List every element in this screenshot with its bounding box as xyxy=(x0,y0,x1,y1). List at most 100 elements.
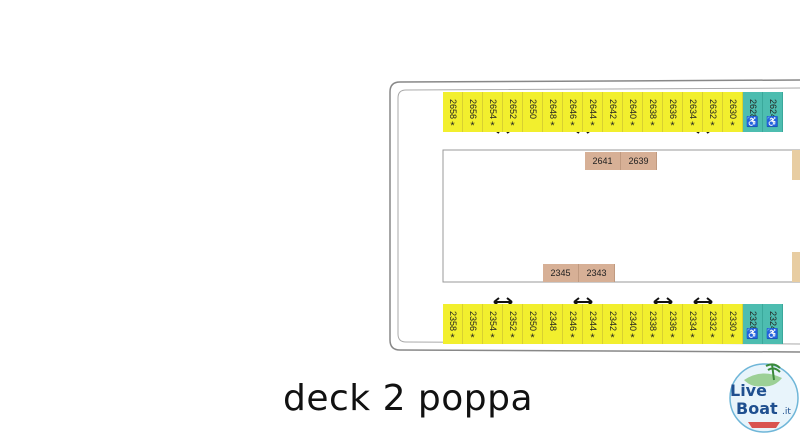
cabin-star: * xyxy=(570,332,575,344)
cabin-number: 2348 xyxy=(547,310,558,332)
cabin-star: * xyxy=(630,120,635,132)
liveboat-logo[interactable]: Live Boat .it xyxy=(722,358,800,438)
inside-cabin[interactable]: 2641 xyxy=(585,152,621,170)
cabin-number: 2632 xyxy=(707,98,718,120)
cabin-star: * xyxy=(510,120,515,132)
logo-line2: Boat xyxy=(736,399,778,418)
cabin-number: 2358 xyxy=(447,310,458,332)
cabin-star: * xyxy=(630,332,635,344)
cabin-number: 2330 xyxy=(727,310,738,332)
cabin-star: * xyxy=(530,332,535,344)
cabin-2340[interactable]: 2340* xyxy=(623,304,643,344)
cabin-2642[interactable]: 2642* xyxy=(603,92,623,132)
cabin-2654[interactable]: 2654* xyxy=(483,92,503,132)
inside-cabin[interactable]: 2343 xyxy=(579,264,615,282)
cabin-number: 2356 xyxy=(467,310,478,332)
wheelchair-icon: ♿ xyxy=(766,117,779,128)
central-corridor xyxy=(442,149,800,283)
cabin-number: 2332 xyxy=(707,310,718,332)
cabin-star: * xyxy=(610,120,615,132)
cabin-2630[interactable]: 2630* xyxy=(723,92,743,132)
cabin-number: 2650 xyxy=(527,98,538,120)
cabin-number: 2642 xyxy=(607,98,618,120)
cabin-star: * xyxy=(450,120,455,132)
cabin-star: * xyxy=(450,332,455,344)
cabin-2354[interactable]: 2354* xyxy=(483,304,503,344)
cabin-star: * xyxy=(490,332,495,344)
hull-outline xyxy=(389,79,800,353)
cabin-star: * xyxy=(730,120,735,132)
cabin-2650[interactable]: 2650 xyxy=(523,92,543,132)
cabin-2646[interactable]: 2646* xyxy=(563,92,583,132)
cabin-2328[interactable]: 2328♿ xyxy=(743,304,763,344)
wheelchair-icon: ♿ xyxy=(746,329,759,340)
cabin-number: 2654 xyxy=(487,98,498,120)
cabin-star: * xyxy=(610,332,615,344)
cabin-number: 2644 xyxy=(587,98,598,120)
cabin-star: * xyxy=(650,332,655,344)
cabin-number: 2656 xyxy=(467,98,478,120)
deck-title: deck 2 poppa xyxy=(283,378,534,419)
cabin-2648[interactable]: 2648* xyxy=(543,92,563,132)
cabin-2640[interactable]: 2640* xyxy=(623,92,643,132)
wheelchair-icon: ♿ xyxy=(746,117,759,128)
hull-inner-outline xyxy=(397,87,800,345)
cabin-2348[interactable]: 2348 xyxy=(543,304,563,344)
inside-cabin[interactable]: 2345 xyxy=(543,264,579,282)
cabin-star: * xyxy=(570,120,575,132)
cabin-number: 2336 xyxy=(667,310,678,332)
cabin-2656[interactable]: 2656* xyxy=(463,92,483,132)
service-area-top xyxy=(792,150,800,180)
cabin-star: * xyxy=(590,332,595,344)
cabin-number: 2334 xyxy=(687,310,698,332)
cabin-2330[interactable]: 2330* xyxy=(723,304,743,344)
cabin-star: * xyxy=(590,120,595,132)
cabin-number: 2652 xyxy=(507,98,518,120)
cabin-star: * xyxy=(690,120,695,132)
cabin-2350[interactable]: 2350* xyxy=(523,304,543,344)
cabin-star: * xyxy=(670,332,675,344)
cabin-number: 2640 xyxy=(627,98,638,120)
cabin-2336[interactable]: 2336* xyxy=(663,304,683,344)
cabin-number: 2630 xyxy=(727,98,738,120)
cabin-star: * xyxy=(650,120,655,132)
cabin-star: * xyxy=(490,120,495,132)
cabin-star: * xyxy=(670,120,675,132)
cabin-star: * xyxy=(710,120,715,132)
cabin-2334[interactable]: 2334* xyxy=(683,304,703,344)
cabin-2352[interactable]: 2352* xyxy=(503,304,523,344)
palm-tree-icon xyxy=(765,363,781,381)
cabin-star: * xyxy=(510,332,515,344)
cabin-2632[interactable]: 2632* xyxy=(703,92,723,132)
cabin-2356[interactable]: 2356* xyxy=(463,304,483,344)
cabin-2624[interactable]: 2624♿ xyxy=(763,92,783,132)
cabin-2658[interactable]: 2658* xyxy=(443,92,463,132)
cabin-2346[interactable]: 2346* xyxy=(563,304,583,344)
cabin-2358[interactable]: 2358* xyxy=(443,304,463,344)
cabin-2332[interactable]: 2332* xyxy=(703,304,723,344)
cabin-2324[interactable]: 2324♿ xyxy=(763,304,783,344)
cabin-2634[interactable]: 2634* xyxy=(683,92,703,132)
ship-icon xyxy=(748,422,780,428)
logo-line1: Live xyxy=(730,381,767,400)
cabin-number: 2648 xyxy=(547,98,558,120)
cabin-2638[interactable]: 2638* xyxy=(643,92,663,132)
inside-cabin[interactable]: 2639 xyxy=(621,152,657,170)
cabin-number: 2346 xyxy=(567,310,578,332)
cabin-star: * xyxy=(550,120,555,132)
service-area-bottom xyxy=(792,252,800,282)
cabin-number: 2340 xyxy=(627,310,638,332)
cabin-number: 2342 xyxy=(607,310,618,332)
cabin-2342[interactable]: 2342* xyxy=(603,304,623,344)
cabin-2628[interactable]: 2628♿ xyxy=(743,92,763,132)
cabin-2636[interactable]: 2636* xyxy=(663,92,683,132)
cabin-number: 2344 xyxy=(587,310,598,332)
cabin-star: * xyxy=(470,120,475,132)
cabin-2652[interactable]: 2652* xyxy=(503,92,523,132)
cabin-2644[interactable]: 2644* xyxy=(583,92,603,132)
cabin-2344[interactable]: 2344* xyxy=(583,304,603,344)
cabin-number: 2638 xyxy=(647,98,658,120)
cabin-number: 2354 xyxy=(487,310,498,332)
cabin-2338[interactable]: 2338* xyxy=(643,304,663,344)
